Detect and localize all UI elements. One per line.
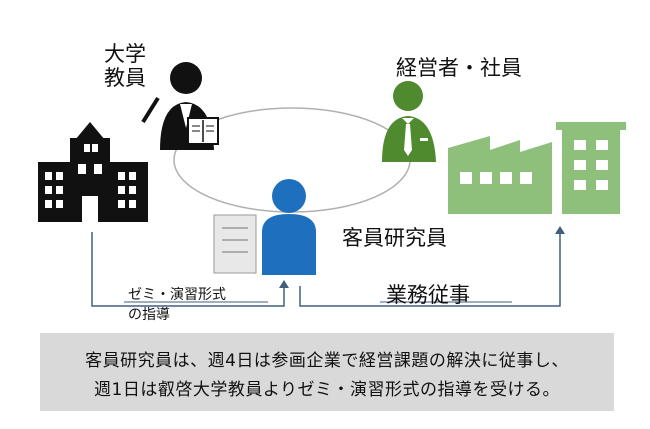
caption-line-1: 客員研究員は、週4日は参画企業で経営課題の解決に従事し、	[85, 351, 569, 371]
work-label: 業務従事	[386, 283, 470, 307]
arrow-work-to-factory	[299, 232, 561, 307]
document-icon	[213, 214, 257, 274]
arrowhead-factory	[555, 226, 565, 234]
researcher-label: 客員研究員	[342, 226, 447, 250]
arrowhead-researcher	[279, 280, 289, 288]
arrow-school-to-researcher	[91, 232, 285, 307]
researcher-icon	[262, 179, 316, 275]
arrow-lines	[91, 232, 561, 307]
school-icon	[38, 122, 148, 222]
seminar-label-line2: の指導	[128, 307, 170, 323]
caption-line-2: 週1日は叡啓大学教員よりゼミ・演習形式の指導を受ける。	[94, 380, 560, 400]
executives-label: 経営者・社員	[396, 56, 522, 80]
caption-box: 客員研究員は、週4日は参画企業で経営課題の解決に従事し、 週1日は叡啓大学教員よ…	[40, 333, 614, 411]
executive-icon	[382, 81, 436, 162]
factory-icon	[448, 122, 626, 214]
professor-label-line1: 大学	[104, 42, 146, 66]
professor-label-line2: 教員	[104, 66, 146, 90]
arrowheads	[279, 226, 565, 288]
professor-icon	[141, 62, 219, 150]
seminar-label-line1: ゼミ・演習形式	[128, 287, 226, 303]
